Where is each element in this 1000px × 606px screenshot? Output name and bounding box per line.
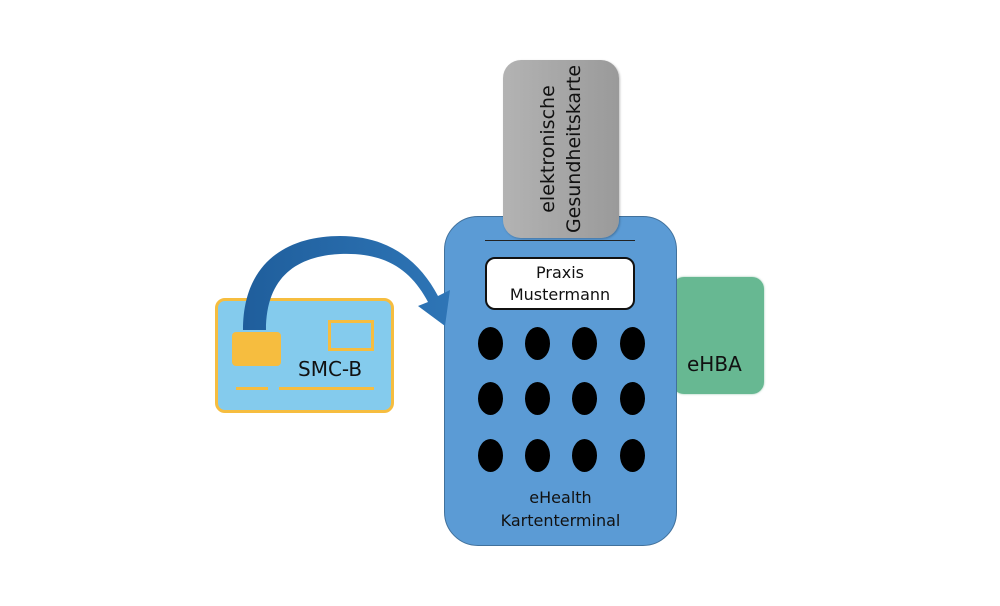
keypad-key [620,327,645,360]
keypad-key [478,327,503,360]
keypad-key [620,439,645,472]
keypad-key [478,439,503,472]
egk-card: elektronische Gesundheitskarte [503,60,619,238]
terminal-display: Praxis Mustermann [485,257,635,310]
arrow-body [243,236,450,330]
chip-icon [232,332,281,366]
ehba-label: eHBA [687,352,742,376]
keypad-key [572,382,597,415]
card-window [328,320,374,351]
ehba-card: eHBA [672,277,764,394]
terminal-label: eHealth Kartenterminal [444,486,677,532]
keypad-key [572,439,597,472]
terminal-label-line1: eHealth [529,488,592,507]
keypad-key [525,327,550,360]
card-stripe [279,387,374,390]
keypad-key [478,382,503,415]
card-slot-line [485,240,635,241]
display-line1: Praxis [536,262,584,282]
keypad-key [620,382,645,415]
display-line2: Mustermann [509,284,611,304]
card-stripe [236,387,268,390]
keypad-key [572,327,597,360]
keypad-key [525,439,550,472]
terminal-label-line2: Kartenterminal [500,511,621,530]
keypad-key [525,382,550,415]
smcb-label: SMC-B [298,357,363,381]
